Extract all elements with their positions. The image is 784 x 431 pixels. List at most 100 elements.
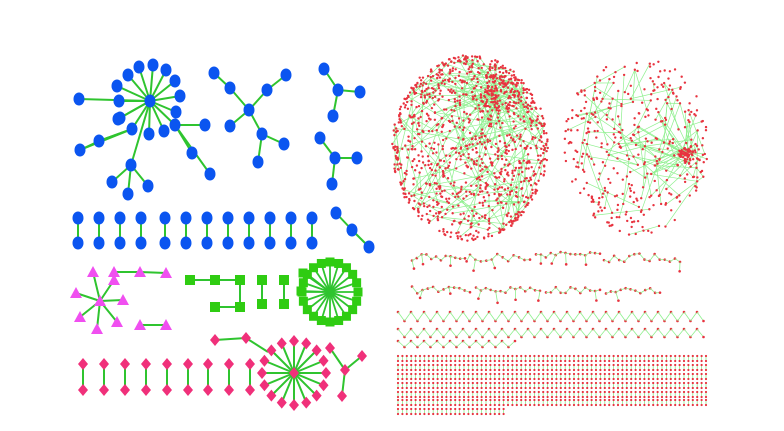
red-node	[444, 167, 447, 170]
red-node	[480, 372, 483, 376]
red-node	[403, 177, 407, 181]
red-node	[499, 90, 503, 93]
red-node	[449, 264, 452, 267]
edge	[419, 119, 431, 135]
red-node	[440, 69, 444, 72]
red-node	[486, 86, 489, 90]
red-node	[497, 109, 500, 113]
blue-node	[160, 63, 172, 77]
red-node	[637, 125, 641, 128]
red-node	[625, 395, 628, 399]
red-node	[412, 88, 415, 92]
edge	[584, 255, 587, 265]
green-node	[341, 311, 351, 321]
red-node	[446, 200, 449, 203]
red-node	[550, 354, 554, 358]
red-node	[472, 87, 475, 90]
red-node	[632, 155, 635, 158]
pink-node	[162, 384, 172, 396]
red-node	[632, 220, 636, 223]
red-node	[599, 386, 602, 390]
red-node	[665, 187, 668, 191]
red-node	[503, 91, 507, 94]
edge	[406, 62, 443, 99]
red-node	[594, 377, 598, 381]
red-node	[515, 186, 518, 189]
red-node	[399, 183, 403, 186]
blue-node	[243, 236, 255, 250]
red-node	[638, 403, 642, 407]
blue-node	[135, 236, 147, 250]
red-node	[532, 174, 535, 177]
red-node	[542, 390, 545, 394]
red-node	[612, 167, 615, 170]
red-node	[451, 69, 454, 73]
edge	[478, 290, 482, 299]
red-node	[489, 386, 492, 390]
red-node	[542, 132, 546, 135]
edge	[625, 328, 633, 338]
red-node	[478, 190, 482, 193]
red-node	[596, 129, 599, 133]
edge	[606, 126, 640, 153]
red-node	[399, 121, 403, 124]
red-node	[515, 372, 518, 376]
red-node	[611, 97, 614, 100]
red-node	[402, 192, 406, 195]
red-node	[449, 231, 453, 234]
red-node	[683, 151, 686, 154]
red-node	[417, 121, 420, 125]
red-node	[487, 194, 491, 197]
red-node	[530, 93, 534, 97]
blue-node	[93, 236, 105, 250]
red-node	[404, 144, 407, 147]
red-node	[457, 74, 461, 78]
red-node	[401, 381, 404, 385]
red-node	[462, 359, 466, 363]
red-node	[427, 386, 430, 390]
red-node	[498, 77, 501, 80]
red-node	[696, 363, 699, 367]
red-node	[683, 81, 687, 84]
red-node	[682, 390, 686, 394]
red-node	[599, 359, 602, 363]
red-node	[517, 101, 520, 104]
red-node	[398, 162, 402, 165]
red-node	[643, 398, 646, 402]
red-node	[586, 377, 589, 381]
edge	[658, 112, 675, 156]
edge	[560, 311, 568, 322]
red-node	[438, 186, 442, 189]
red-node	[438, 71, 441, 74]
red-node	[477, 297, 480, 300]
red-node	[537, 158, 540, 162]
red-node	[700, 372, 703, 376]
red-node	[590, 157, 593, 160]
magenta-node	[74, 311, 86, 322]
red-node	[520, 395, 523, 399]
red-node	[643, 381, 646, 385]
edge	[397, 328, 405, 338]
green-node	[298, 268, 308, 278]
red-node	[537, 372, 540, 376]
blue-node	[74, 143, 86, 157]
red-node	[665, 395, 668, 399]
edge	[664, 328, 672, 338]
red-node	[630, 395, 633, 399]
red-node	[405, 359, 408, 363]
red-node	[432, 91, 435, 94]
red-node	[471, 368, 474, 372]
red-node	[608, 398, 611, 402]
red-node	[507, 211, 510, 215]
green-node	[348, 305, 358, 315]
red-node	[486, 170, 489, 174]
edge	[500, 120, 537, 128]
red-node	[450, 108, 453, 112]
red-node	[669, 363, 672, 367]
red-node	[678, 377, 681, 381]
red-node	[436, 215, 439, 218]
red-node	[494, 142, 498, 146]
edge	[643, 163, 680, 196]
red-node	[427, 354, 430, 358]
edge	[470, 163, 493, 187]
